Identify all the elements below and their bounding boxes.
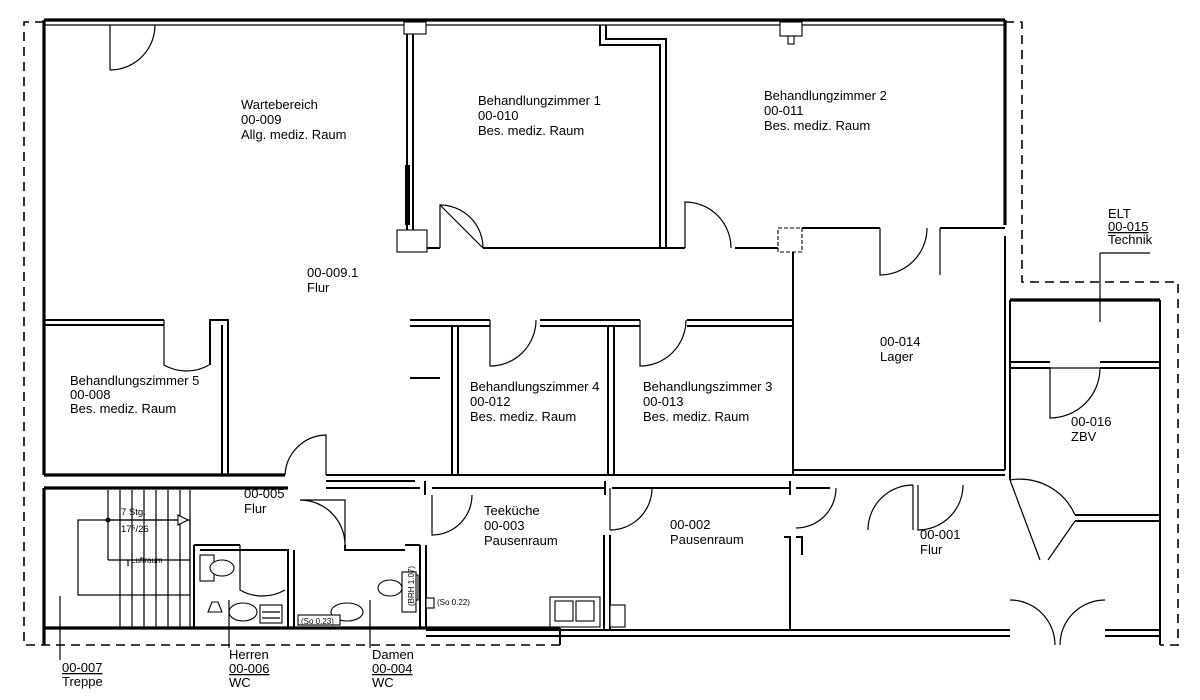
stairs-steps: 7 Stg.: [121, 507, 146, 518]
room-label-teekueche: Teeküche 00-003 Pausenraum: [484, 503, 558, 548]
room-label-bz5: Behandlungszimmer 5 00-008 Bes. mediz. R…: [70, 373, 203, 416]
annotations: 7 Stg. 17⁵/26 Luftraum (So 0.23) (So 0.2…: [121, 507, 470, 626]
so-damen: (So 0.23): [301, 617, 334, 626]
room-label-lager: 00-014 Lager: [880, 334, 924, 364]
room-label-flur-0091: 00-009.1 Flur: [307, 265, 362, 295]
brh-label: (BRH 1.07): [407, 566, 416, 606]
room-label-flur-001: 00-001 Flur: [920, 527, 964, 557]
leader-label-herren: Herren 00-006 WC: [229, 647, 273, 690]
stairs-ratio: 17⁵/26: [121, 524, 149, 535]
fixtures: [199, 554, 626, 628]
staircase: [77, 490, 191, 628]
leader-lines: [59, 252, 1150, 660]
leader-label-damen: Damen 00-004 WC: [372, 647, 418, 690]
leader-label-treppe: 00-007 Treppe: [62, 660, 106, 689]
room-label-pausenraum: 00-002 Pausenraum: [670, 517, 744, 547]
room-label-bz4: Behandlungszimmer 4 00-012 Bes. mediz. R…: [470, 379, 603, 424]
leader-labels: ELT 00-015 Technik 00-007 Treppe Herren …: [62, 206, 1153, 690]
room-label-bz1: Behandlungzimmer 1 00-010 Bes. mediz. Ra…: [478, 93, 604, 138]
room-label-zbv: 00-016 ZBV: [1071, 414, 1115, 444]
luftraum-label: Luftraum: [131, 556, 163, 565]
room-label-wartebereich: Wartebereich 00-009 Allg. mediz. Raum: [241, 97, 346, 142]
walls: [42, 18, 1161, 645]
leader-label-elt: ELT 00-015 Technik: [1108, 206, 1153, 247]
building-outline-dashed: [23, 21, 1179, 646]
room-label-flur-005: 00-005 Flur: [244, 486, 288, 516]
room-label-bz2: Behandlungzimmer 2 00-011 Bes. mediz. Ra…: [764, 88, 890, 133]
so-tee: (So 0.22): [437, 598, 470, 607]
room-labels: Wartebereich 00-009 Allg. mediz. Raum Be…: [70, 88, 1115, 557]
doors: [109, 24, 1106, 646]
room-label-bz3: Behandlungszimmer 3 00-013 Bes. mediz. R…: [643, 379, 776, 424]
